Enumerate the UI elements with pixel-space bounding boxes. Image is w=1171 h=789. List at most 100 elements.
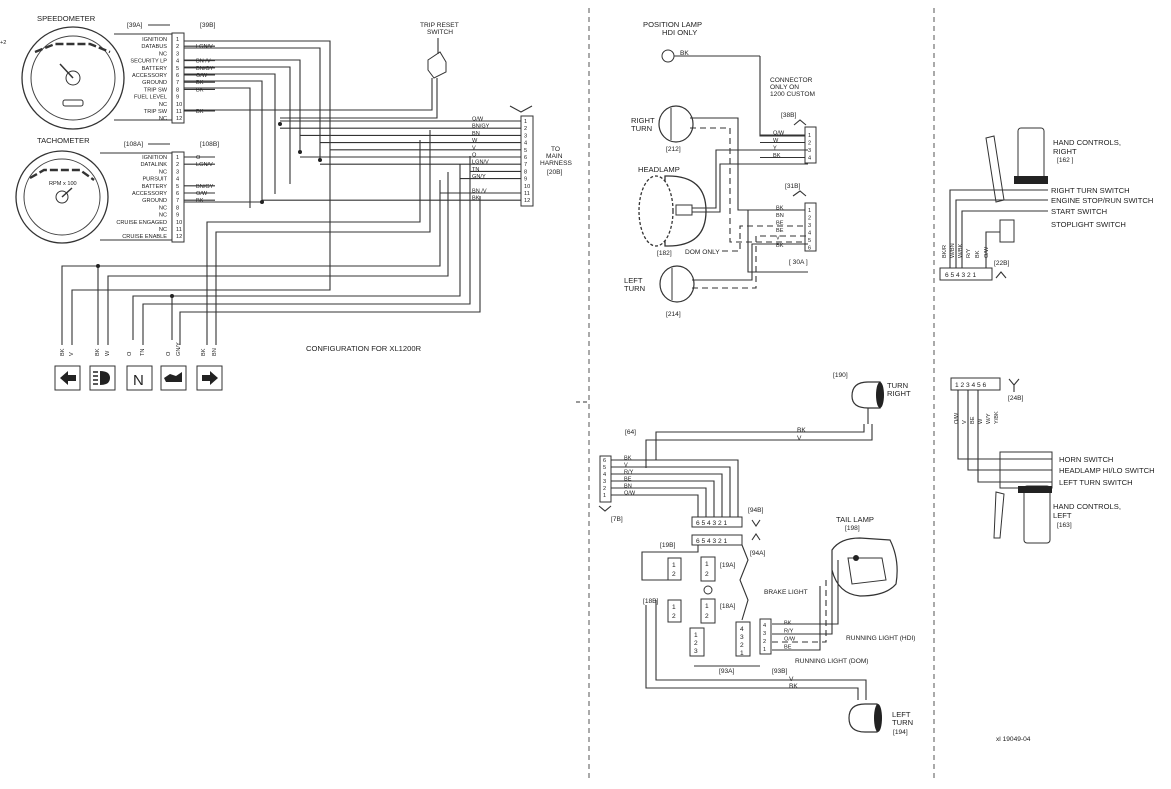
wire-ignition-run bbox=[71, 40, 331, 345]
right-turn-icon bbox=[202, 371, 218, 385]
tachometer-pin-number: 4 bbox=[176, 177, 179, 183]
ref-19b: [19B] bbox=[660, 542, 676, 549]
tachometer-pin-label: DATALINK bbox=[140, 162, 167, 168]
junction-dot bbox=[170, 294, 174, 298]
connector-7b-arrow bbox=[598, 505, 612, 512]
connector-18b-pin-1: 1 bbox=[672, 604, 676, 611]
turn-right-rear-housing bbox=[851, 381, 881, 409]
oil-pressure-icon bbox=[164, 372, 182, 382]
tail-lamp-brake-label: BRAKE LIGHT bbox=[764, 589, 808, 596]
wire-neutral-b bbox=[142, 156, 471, 345]
connector-38b-pin: 1 bbox=[808, 133, 811, 139]
turn-right-rear-ref: [190] bbox=[833, 372, 848, 379]
connector-tail-pin: 3 bbox=[763, 631, 766, 637]
ref-93a: [93A] bbox=[719, 668, 735, 675]
right-hand-controls: HAND CONTROLS, RIGHT [162 ] RIGHT TURN S… bbox=[939, 127, 1153, 281]
left-turn-front-lens bbox=[659, 265, 695, 303]
left-turn-front-label-2: TURN bbox=[624, 284, 645, 293]
rear-wire-4 bbox=[611, 480, 715, 517]
indicator-wire-label: V bbox=[69, 352, 75, 356]
trip-reset-button bbox=[427, 51, 447, 79]
main-harness-wire-label: BK bbox=[472, 196, 480, 202]
connector-94a-arrow bbox=[751, 533, 761, 541]
connector-7b-pin: 3 bbox=[603, 479, 606, 485]
connector-18a-block bbox=[700, 598, 716, 624]
connector-38b-ref: [38B] bbox=[781, 112, 797, 119]
position-lamp-run bbox=[759, 56, 808, 137]
wire-gnd-run bbox=[184, 87, 251, 208]
connector-7b-ref: [7B] bbox=[611, 516, 623, 523]
connector-tail-block bbox=[759, 618, 772, 655]
turn-right-rear-lens bbox=[876, 382, 884, 408]
left-turn-front-ref: [214] bbox=[666, 311, 681, 318]
connector-19a-block bbox=[700, 556, 716, 582]
connector-tail-wire-label: R/Y bbox=[784, 629, 794, 635]
tachometer-pin-label: BATTERY bbox=[142, 184, 168, 190]
connector-31b-ref: [31B] bbox=[785, 183, 801, 190]
speedometer-pin-label: SECURITY LP bbox=[130, 59, 167, 65]
connector-note-2: ONLY ON bbox=[770, 84, 799, 91]
main-harness-wire-label: O/W bbox=[472, 117, 484, 123]
rear-wire-5 bbox=[611, 487, 707, 517]
tachometer-dial-label: RPM x 100 bbox=[49, 181, 77, 187]
main-harness-pin-number: 1 bbox=[524, 119, 527, 125]
speedometer-wire-label: BN/GY bbox=[196, 66, 214, 72]
connectors-19-18: [19B] 1 2 1 2 [19A] [18B] 1 2 1 2 [18A] … bbox=[643, 542, 788, 675]
speedometer-ref-a: [39A] bbox=[127, 22, 143, 29]
turn-right-rear-label-2: RIGHT bbox=[887, 389, 911, 398]
connector-7b-wire-label: V bbox=[624, 463, 628, 469]
tachometer-pin-label: NC bbox=[159, 205, 167, 211]
left-turn-wire-b bbox=[692, 235, 808, 289]
right-turn-front-ref: [212] bbox=[666, 146, 681, 153]
rear-harness-wires bbox=[611, 459, 867, 700]
speedometer-pin-number: 1 bbox=[176, 37, 179, 43]
connector-93a-block bbox=[689, 627, 705, 657]
left-hand-controls-conn-ref: [24B] bbox=[1008, 395, 1024, 402]
connector-93b-pin-2: 2 bbox=[740, 642, 744, 649]
left-hand-switch-label: LEFT TURN SWITCH bbox=[1059, 478, 1133, 487]
wire-accessory-run bbox=[184, 66, 291, 184]
left-section-wires bbox=[61, 40, 481, 345]
connector-7b-wire-label: BK bbox=[624, 456, 632, 462]
speedometer-pin-number: 3 bbox=[176, 51, 179, 57]
connector-94b-pins: 6 5 4 3 2 1 bbox=[696, 520, 727, 527]
left-turn-rear-label-1: LEFT bbox=[892, 710, 911, 719]
stoplight-switch-body bbox=[999, 219, 1015, 243]
tail-wire-4 bbox=[772, 586, 821, 651]
tachometer-pin-number: 10 bbox=[176, 220, 182, 226]
ref-93b: [93B] bbox=[772, 668, 788, 675]
connector-tail-wire-label: BK bbox=[784, 621, 792, 627]
tail-lamp-lens bbox=[847, 557, 887, 585]
left-hand-controls-ref: [163] bbox=[1057, 522, 1072, 529]
connector-31b-pin: 5 bbox=[808, 238, 811, 244]
junction-dot bbox=[96, 264, 100, 268]
left-hand-wire-label: BE bbox=[970, 416, 976, 424]
connector-93b-pin-4: 4 bbox=[740, 626, 744, 633]
right-brake-lever bbox=[985, 135, 1005, 203]
connector-7b-wire-label: R/Y bbox=[624, 470, 634, 476]
main-harness-wire-label: BN /V bbox=[472, 189, 487, 195]
connector-18a-pin-1: 1 bbox=[705, 603, 709, 610]
tail-wire-1 bbox=[772, 560, 839, 625]
connector-7b-pin: 2 bbox=[603, 486, 606, 492]
tachometer-wire-label: BK bbox=[196, 198, 204, 204]
speedometer-pin-label: DATABUS bbox=[141, 44, 167, 50]
connector-38b-wire-label: O/W bbox=[773, 131, 785, 137]
left-hand-controls-arrow bbox=[1008, 378, 1020, 392]
stoplight-wire bbox=[985, 231, 1000, 268]
connector-93a-pin-1: 1 bbox=[694, 632, 698, 639]
main-harness-pin-number: 3 bbox=[524, 133, 527, 139]
right-turn-wire-b bbox=[690, 127, 808, 243]
right-turn-front-label-2: TURN bbox=[631, 124, 652, 133]
connector-31b-pin: 2 bbox=[808, 216, 811, 222]
rear-bottom-wire-label-2: BK bbox=[789, 683, 798, 690]
speedometer-scale bbox=[34, 42, 111, 54]
left-hand-wire-label: O/W bbox=[954, 412, 960, 424]
speedometer-pin-label: ACCESSORY bbox=[132, 73, 167, 79]
tail-lamp-title: TAIL LAMP bbox=[836, 515, 874, 524]
main-harness-wire-label: V bbox=[472, 145, 476, 151]
speedometer-needle bbox=[59, 63, 74, 79]
